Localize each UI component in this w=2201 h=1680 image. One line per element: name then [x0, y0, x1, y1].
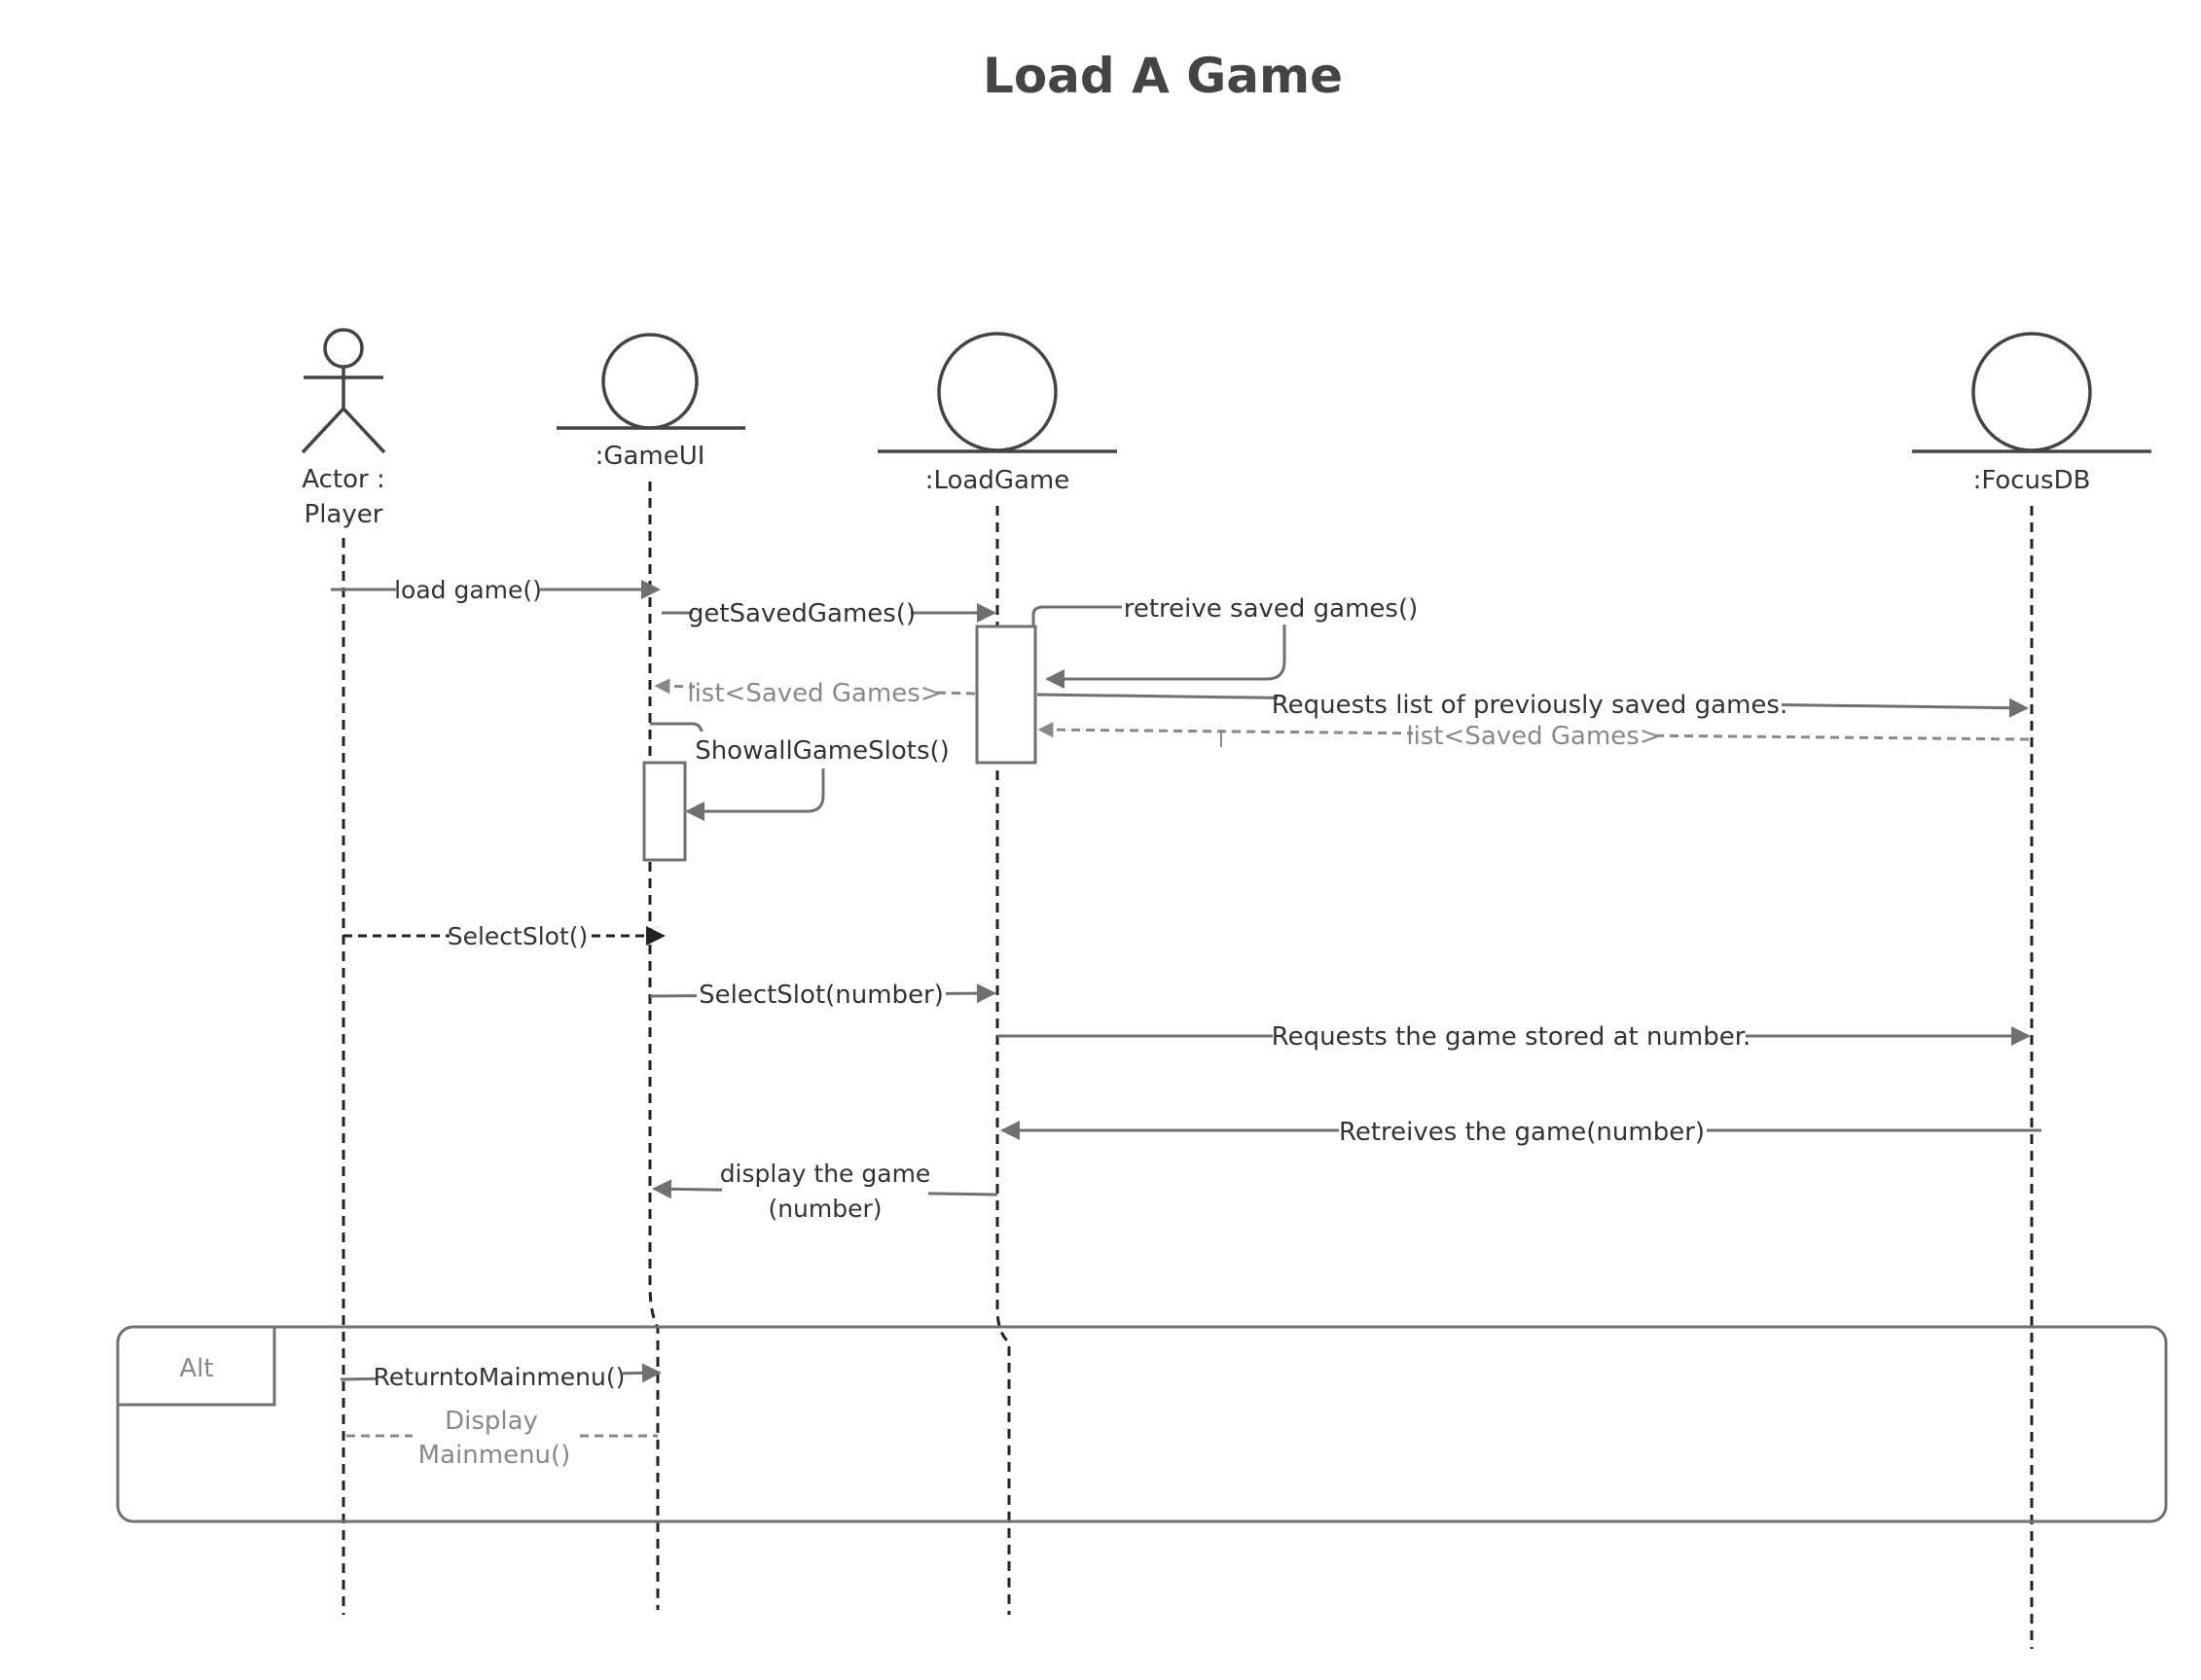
message-display-mainmenu-label-line1: Display	[445, 1407, 538, 1436]
message-retreives-game: Retreives the game(number)	[1000, 1113, 2041, 1150]
message-request-game: Requests the game stored at number.	[997, 1018, 2031, 1054]
message-show-all-game-slots: ShowallGameSlots()	[650, 722, 950, 811]
message-retreives-game-label: Retreives the game(number)	[1339, 1118, 1705, 1147]
message-get-saved-games: getSavedGames()	[662, 595, 996, 630]
message-display-game-label-line2: (number)	[768, 1195, 882, 1223]
message-return-list-saved-games-loadgame-label: list<Saved Games>	[1406, 722, 1660, 751]
boundary-circle-icon	[1912, 332, 2151, 453]
message-get-saved-games-label: getSavedGames()	[688, 599, 916, 628]
alt-fragment: Alt	[116, 1325, 2168, 1523]
message-request-game-label: Requests the game stored at number.	[1272, 1022, 1751, 1052]
alt-fragment-label-box	[118, 1327, 276, 1407]
actor-player-label-line1: Actor :	[302, 465, 384, 494]
message-return-to-mainmenu-label: ReturntoMainmenu()	[374, 1363, 626, 1391]
activation-gameui	[642, 761, 687, 862]
lifeline-gameui	[648, 482, 660, 1610]
participant-loadgame: :LoadGame	[878, 332, 1117, 495]
message-load-game: load game()	[331, 572, 661, 607]
message-select-slot-number: SelectSlot(number)	[649, 977, 996, 1012]
participant-loadgame-label: :LoadGame	[925, 466, 1070, 495]
participant-gameui: :GameUI	[557, 333, 745, 471]
activation-loadgame	[975, 625, 1037, 765]
lifeline-loadgame	[995, 506, 1011, 1615]
message-request-saved-games: Requests list of previously saved games.	[1036, 687, 2029, 722]
message-select-slot: SelectSlot()	[343, 918, 666, 953]
message-display-game-label-line1: display the game	[720, 1160, 931, 1188]
stick-figure-icon	[301, 328, 386, 454]
message-display-mainmenu-label-line2: Mainmenu()	[418, 1441, 571, 1470]
message-show-all-game-slots-label: ShowallGameSlots()	[695, 736, 950, 766]
message-select-slot-label: SelectSlot()	[448, 922, 589, 950]
message-select-slot-number-label: SelectSlot(number)	[699, 981, 944, 1010]
alt-fragment-label: Alt	[179, 1354, 213, 1383]
boundary-circle-icon	[878, 332, 1117, 453]
message-return-list-saved-games-gameui: list<Saved Games>	[654, 675, 976, 710]
alt-fragment-frame	[116, 1325, 2168, 1523]
message-return-to-mainmenu: ReturntoMainmenu()	[340, 1358, 662, 1393]
message-load-game-label: load game()	[394, 576, 542, 604]
participant-gameui-label: :GameUI	[595, 442, 705, 471]
message-display-mainmenu: Display Mainmenu()	[346, 1401, 658, 1471]
message-request-saved-games-label: Requests list of previously saved games.	[1272, 691, 1787, 720]
boundary-circle-icon	[557, 333, 745, 430]
message-display-game: display the game (number)	[652, 1154, 998, 1224]
actor-player-label-line2: Player	[305, 500, 383, 529]
message-retreive-saved-games: retreive saved games()	[1031, 590, 1420, 689]
participant-focusdb: :FocusDB	[1912, 332, 2151, 495]
actor-player: Actor : Player	[301, 328, 386, 529]
message-return-list-saved-games-loadgame: list<Saved Games>	[1037, 718, 2030, 753]
participant-focusdb-label: :FocusDB	[1973, 466, 2091, 495]
message-return-list-saved-games-gameui-label: list<Saved Games>	[687, 679, 941, 708]
message-retreive-saved-games-label: retreive saved games()	[1124, 594, 1419, 624]
diagram-title: Load A Game	[983, 48, 1343, 104]
